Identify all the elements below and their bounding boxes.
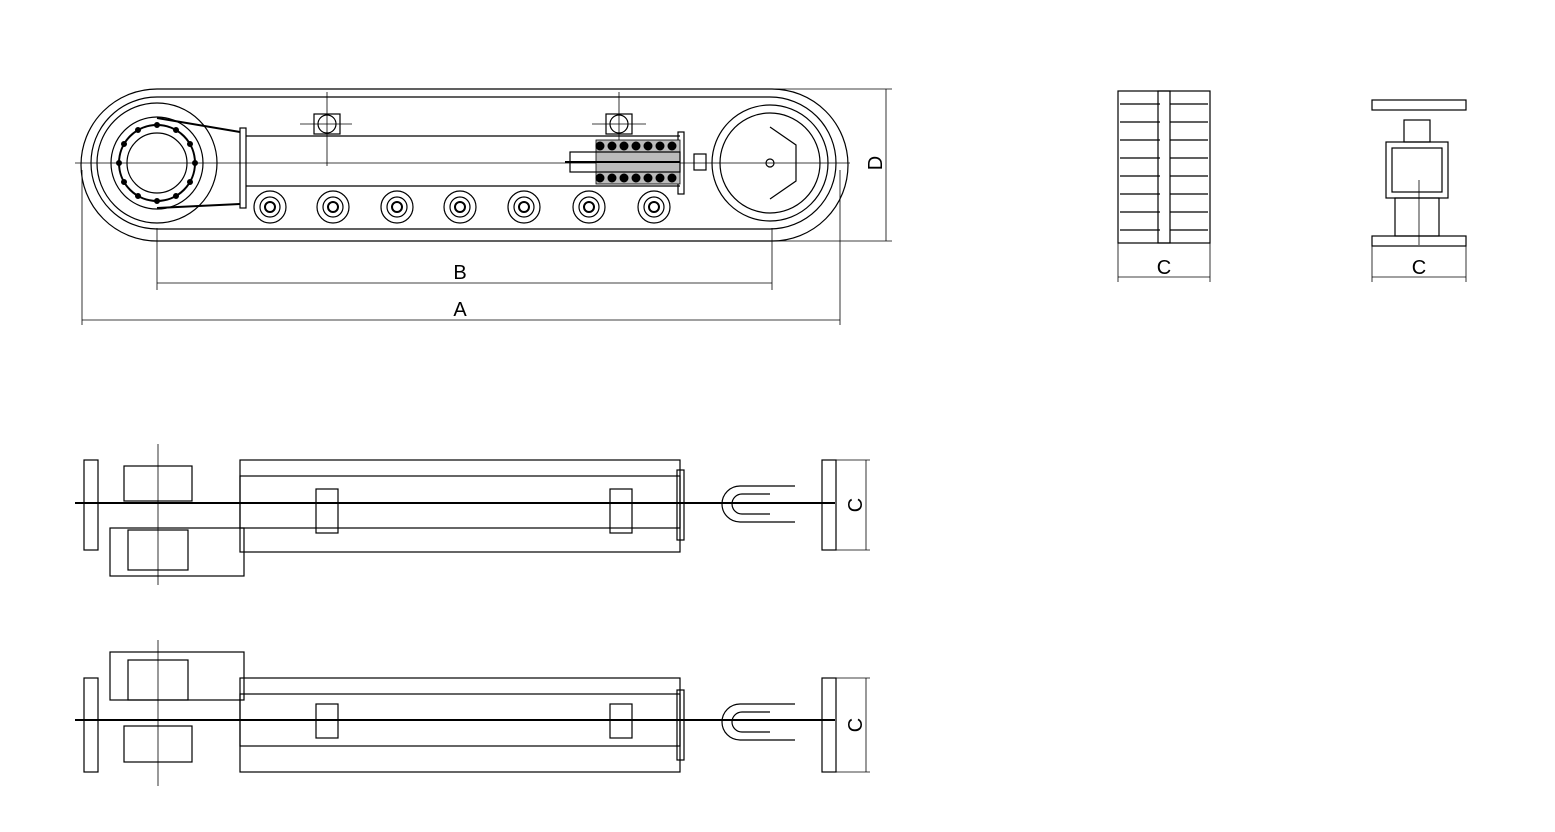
track-roller (507, 190, 541, 224)
plan-view-upper: C (75, 444, 870, 585)
front-idler (711, 104, 829, 222)
track-tensioner (565, 139, 707, 185)
track-roller (637, 190, 671, 224)
dimension-d: D (772, 88, 892, 242)
dimension-d-label: D (865, 156, 887, 170)
track-roller (443, 190, 477, 224)
end-view-section: C (1371, 99, 1467, 282)
dimension-b: B (156, 228, 773, 290)
dimension-c-label-plan-view-lower: C (845, 718, 867, 732)
plan-view-lower: C (75, 640, 870, 786)
dimension-a-label: A (453, 299, 467, 321)
dimension-c-label-plan-view-upper: C (845, 498, 867, 512)
dimension-a: A (81, 170, 841, 325)
dimension-c-label-end-view-1: C (1157, 257, 1171, 279)
track-roller (572, 190, 606, 224)
dimension-b-label: B (453, 262, 466, 284)
carrier-roller (592, 92, 646, 166)
end-view-track-shoes: C (1117, 90, 1211, 282)
track-roller (253, 190, 287, 224)
carrier-roller (300, 92, 352, 166)
track-roller (316, 190, 350, 224)
track-roller (380, 190, 414, 224)
side-view: B A D (75, 88, 892, 325)
drive-sprocket (96, 102, 241, 224)
dimension-c-label-end-view-2: C (1412, 257, 1426, 279)
track-inner (90, 96, 837, 230)
frame-plate-left (239, 127, 247, 209)
